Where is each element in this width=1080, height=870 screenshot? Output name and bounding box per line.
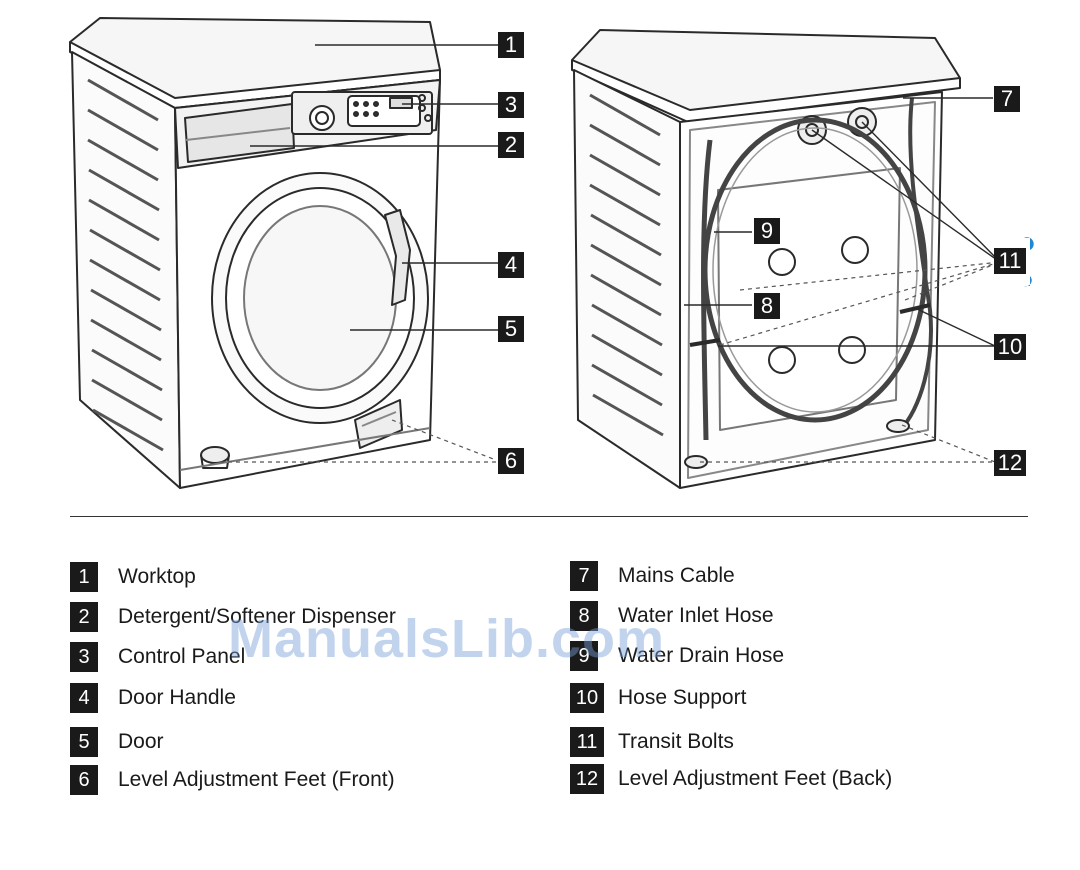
callout-10: 10 xyxy=(994,334,1026,360)
legend-number: 4 xyxy=(70,683,98,713)
legend-number: 1 xyxy=(70,562,98,592)
legend-label: Hose Support xyxy=(618,686,747,709)
callout-6: 6 xyxy=(498,448,524,474)
callout-2: 2 xyxy=(498,132,524,158)
legend-number: 7 xyxy=(570,561,598,591)
legend-number: 9 xyxy=(570,641,598,671)
watermark: ManualsLib.com xyxy=(228,609,666,669)
legend-number: 11 xyxy=(570,727,604,757)
callout-3: 3 xyxy=(498,92,524,118)
callout-11: 11 xyxy=(994,248,1026,274)
front-machine-drawing xyxy=(69,17,441,489)
legend-label: Water Inlet Hose xyxy=(618,604,774,627)
callout-5: 5 xyxy=(498,316,524,342)
legend-label: Mains Cable xyxy=(618,564,735,587)
callout-4: 4 xyxy=(498,252,524,278)
legend-label: Worktop xyxy=(118,565,196,588)
callout-7: 7 xyxy=(994,86,1020,112)
legend-label: Level Adjustment Feet (Front) xyxy=(118,768,395,791)
callout-9: 9 xyxy=(754,218,780,244)
section-divider xyxy=(70,516,1028,517)
washing-machine-figure: 1 2 3 4 5 6 7 8 9 10 11 12 xyxy=(69,17,1034,489)
legend-number: 8 xyxy=(570,601,598,631)
legend-label: Water Drain Hose xyxy=(618,644,785,667)
legend-number: 5 xyxy=(70,727,98,757)
legend-label: Detergent/Softener Dispenser xyxy=(118,605,396,628)
legend-number: 6 xyxy=(70,765,98,795)
legend-label: Transit Bolts xyxy=(618,730,734,753)
legend-label: Level Adjustment Feet (Back) xyxy=(618,767,893,790)
legend-label: Control Panel xyxy=(118,645,246,668)
legend-label: Door Handle xyxy=(118,686,236,709)
callout-8: 8 xyxy=(754,293,780,319)
callout-12: 12 xyxy=(994,450,1026,476)
legend-number: 3 xyxy=(70,642,98,672)
legend-number: 10 xyxy=(570,683,604,713)
legend-label: Door xyxy=(118,730,164,753)
back-machine-drawing xyxy=(571,29,961,489)
washing-machine-illustrations xyxy=(69,17,1034,489)
callout-1: 1 xyxy=(498,32,524,58)
legend-number: 2 xyxy=(70,602,98,632)
legend-number: 12 xyxy=(570,764,604,794)
